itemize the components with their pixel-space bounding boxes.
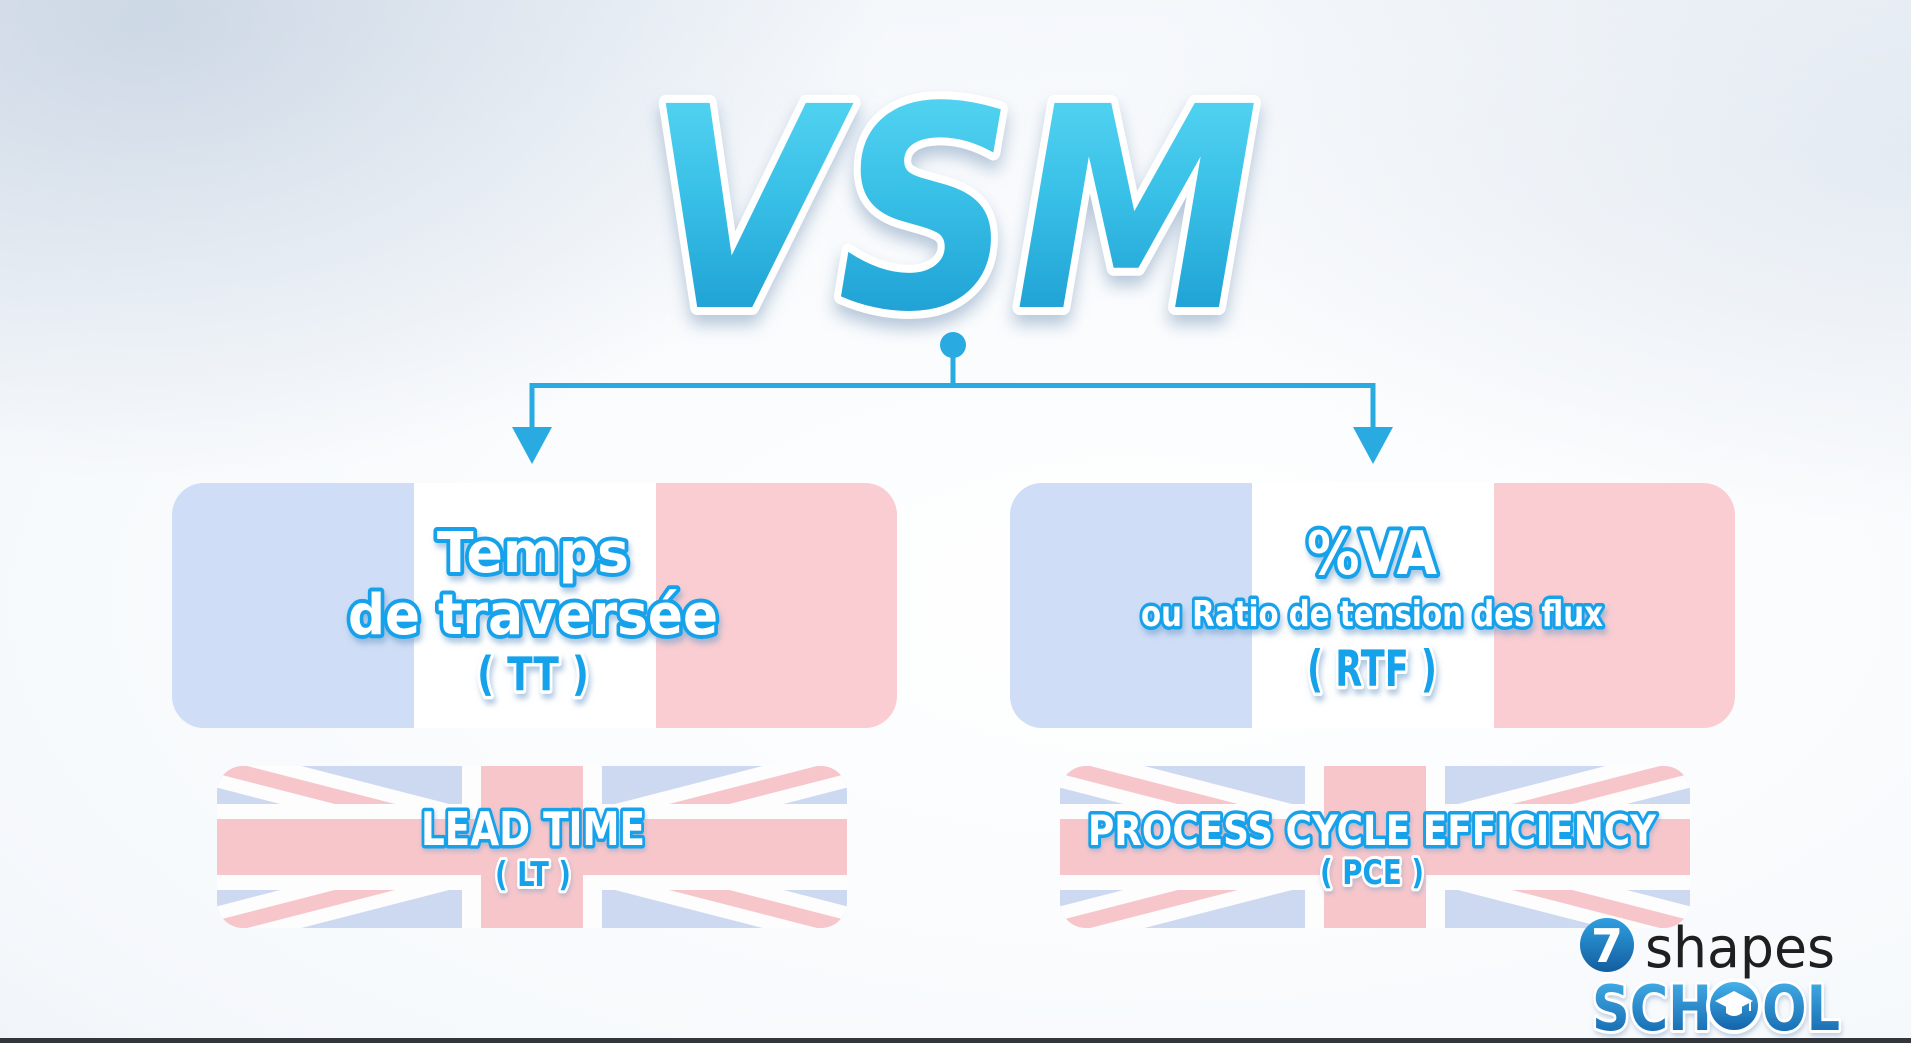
connector-branches — [529, 383, 1376, 430]
logo-seven-number: 7 — [1591, 919, 1623, 973]
arrow-down-left-icon — [512, 427, 552, 464]
left-french-line1: Temps — [437, 521, 629, 586]
seven-shapes-school-logo: 7 shapes SCH OL — [1580, 916, 1843, 1043]
right-french-line1: %VA — [1307, 519, 1437, 589]
logo-school-wordmark: SCH OL — [1589, 969, 1843, 1043]
left-french-term: Temps de traversée ( TT ) — [344, 517, 722, 705]
right-french-abbr: ( RTF ) — [1307, 640, 1437, 698]
connector-tree — [512, 332, 1393, 464]
logo-school-suffix: OL — [1762, 972, 1840, 1043]
left-english-abbr: ( LT ) — [495, 855, 571, 895]
left-french-abbr: ( TT ) — [477, 647, 589, 701]
right-english-abbr: ( PCE ) — [1320, 853, 1424, 893]
right-english-label: PROCESS CYCLE EFFICIENCY — [1088, 806, 1657, 855]
left-english-term: LEAD TIME ( LT ) — [418, 799, 649, 899]
left-english-label: LEAD TIME — [421, 802, 645, 856]
connector-dot-icon — [940, 332, 966, 358]
arrow-down-right-icon — [1353, 427, 1393, 464]
right-french-line2: ou Ratio de tension des flux — [1141, 594, 1603, 635]
graduation-cap-icon — [1715, 991, 1753, 1016]
logo-school-prefix: SCH — [1592, 972, 1712, 1043]
logo-brand-name: shapes — [1645, 916, 1835, 981]
bottom-edge-bar — [0, 1038, 1911, 1043]
right-french-term: %VA ou Ratio de tension des flux ( RTF ) — [1138, 515, 1607, 702]
right-english-term: PROCESS CYCLE EFFICIENCY ( PCE ) — [1085, 803, 1661, 897]
vsm-title: VSM — [647, 48, 1259, 374]
left-french-line2: de traversée — [348, 583, 718, 648]
logo-seven-circle-icon — [1580, 918, 1634, 972]
